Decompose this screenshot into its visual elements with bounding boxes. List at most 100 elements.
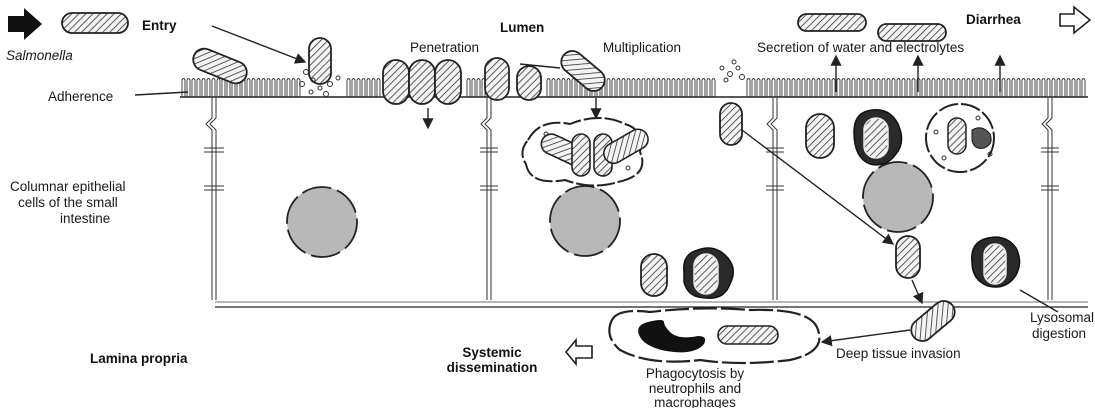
label-systemic-2: dissemination (447, 360, 538, 375)
microvillus (932, 79, 935, 98)
label-columnar-1: Columnar epithelial (10, 179, 126, 194)
entering-bacterium (309, 38, 331, 84)
microvillus (707, 79, 710, 98)
microvillus (347, 79, 350, 98)
microvillus (852, 79, 855, 98)
microvillus (472, 79, 475, 98)
microvillus (682, 79, 685, 98)
label-penetration: Penetration (410, 40, 479, 55)
microvillus (1077, 79, 1080, 98)
microvillus (297, 79, 300, 98)
microvillus (1042, 79, 1045, 98)
microvillus (782, 79, 785, 98)
microvillus (897, 79, 900, 98)
microvillus (632, 79, 635, 98)
label-systemic-1: Systemic (462, 345, 522, 360)
penetrating-bacterium-5 (517, 66, 541, 100)
microvillus (647, 79, 650, 98)
microvillus (857, 79, 860, 98)
label-entry: Entry (142, 18, 177, 33)
microvillus (652, 79, 655, 98)
microvillus (352, 79, 355, 98)
microvillus (957, 79, 960, 98)
microvillus (697, 79, 700, 98)
microvillus (1012, 79, 1015, 98)
label-phagocytosis-1: Phagocytosis by (646, 366, 745, 381)
microvillus (817, 79, 820, 98)
penetrating-bacterium-3 (435, 60, 461, 104)
microvillus (812, 79, 815, 98)
microvillus (642, 79, 645, 98)
label-secretion: Secretion of water and electrolytes (757, 40, 964, 55)
microvillus (1027, 79, 1030, 98)
microvillus (947, 79, 950, 98)
microvillus (892, 79, 895, 98)
microvillus (467, 79, 470, 98)
microvillus (1067, 79, 1070, 98)
microvillus (922, 79, 925, 98)
microvillus (287, 79, 290, 98)
lumen-bacterium-1 (798, 14, 866, 31)
microvillus (197, 79, 200, 98)
label-columnar-3: intestine (60, 211, 110, 226)
microvillus (182, 79, 185, 98)
label-deep-tissue: Deep tissue invasion (836, 346, 961, 361)
microvillus (617, 79, 620, 98)
microvillus (1017, 79, 1020, 98)
microvillus (797, 79, 800, 98)
microvillus (692, 79, 695, 98)
microvillus (672, 79, 675, 98)
legend-bacterium (62, 13, 128, 33)
microvillus (687, 79, 690, 98)
microvillus (792, 79, 795, 98)
microvillus (1047, 79, 1050, 98)
microvillus (257, 79, 260, 98)
label-phagocytosis-3: macrophages (654, 395, 736, 408)
microvillus (977, 79, 980, 98)
microvillus (987, 79, 990, 98)
microvillus (282, 79, 285, 98)
microvillus (967, 79, 970, 98)
microvillus (207, 79, 210, 98)
microvillus (777, 79, 780, 98)
microvillus (1022, 79, 1025, 98)
microvillus (637, 79, 640, 98)
microvillus (982, 79, 985, 98)
microvillus (567, 79, 570, 98)
microvillus (572, 79, 575, 98)
penetrating-bacterium-4 (485, 58, 509, 100)
microvillus (562, 79, 565, 98)
microvillus (942, 79, 945, 98)
microvillus (547, 79, 550, 98)
microvillus (627, 79, 630, 98)
pointer-adherence (135, 92, 188, 95)
microvillus (192, 79, 195, 98)
microvillus (822, 79, 825, 98)
microvillus (827, 79, 830, 98)
microvillus (657, 79, 660, 98)
microvillus (952, 79, 955, 98)
microvillus (972, 79, 975, 98)
microvillus (1072, 79, 1075, 98)
microvillus (362, 79, 365, 98)
microvillus (267, 79, 270, 98)
microvillus (882, 79, 885, 98)
microvillus (872, 79, 875, 98)
microvillus (887, 79, 890, 98)
deep-invading-bacterium (907, 297, 959, 346)
microvillus (477, 79, 480, 98)
microvillus (832, 79, 835, 98)
microvillus (1037, 79, 1040, 98)
microvillus (552, 79, 555, 98)
microvillus (937, 79, 940, 98)
microvillus (262, 79, 265, 98)
microvillus (277, 79, 280, 98)
phagocyte (609, 308, 819, 363)
lumen-bacterium-2 (878, 24, 946, 41)
penetrating-bacterium-1 (383, 60, 409, 104)
microvillus (802, 79, 805, 98)
microvillus (837, 79, 840, 98)
microvillus (1007, 79, 1010, 98)
microvillus (252, 79, 255, 98)
nucleus-cell-1 (287, 187, 357, 257)
